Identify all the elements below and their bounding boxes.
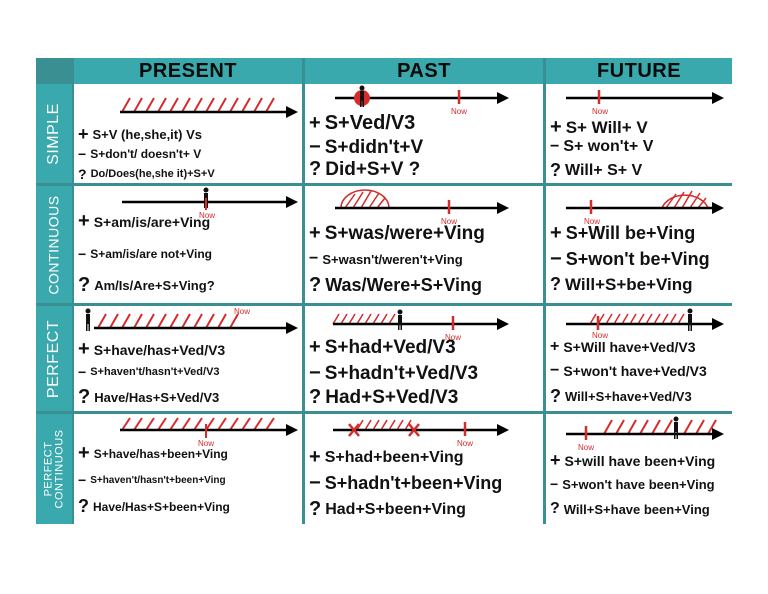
present-perfect-positive: +S+have/has+Ved/V3 (78, 338, 226, 360)
timeline-present-continuous: Now (122, 187, 298, 220)
svg-text:Now: Now (457, 439, 473, 448)
past-simple-negative: −S+didn't+V (309, 136, 424, 158)
past-simple-positive: +S+Ved/V3 (309, 112, 416, 134)
svg-text:Now: Now (592, 331, 608, 340)
header-past-label: PAST (397, 59, 451, 82)
timeline-future-continuous: Now (566, 190, 724, 226)
future-continuous-negative: −S+won't be+Ving (550, 248, 710, 270)
row-label-simple: SIMPLE (36, 84, 72, 183)
future-perfect-continuous-question: ?Will+S+have been+Ving (550, 500, 710, 517)
cell-present-simple: +S+V (he,she,it) Vs −S+don't/ doesn't+ V… (74, 84, 302, 183)
present-continuous-question: ?Am/Is/Are+S+Ving? (78, 274, 215, 296)
cell-present-perfect-continuous: Now +S+have/has+been+Ving −S+haven't/has… (74, 414, 302, 524)
future-perfect-positive: +S+Will have+Ved/V3 (550, 338, 696, 355)
past-perfect-negative: −S+hadn't+Ved/V3 (309, 362, 479, 384)
cell-past-simple: Now +S+Ved/V3 −S+didn't+V ?Did+S+V ? (305, 84, 543, 183)
present-perfect-negative: −S+haven't/hasn't+Ved/V3 (78, 364, 220, 380)
past-perfect-continuous-positive: +S+had+been+Ving (309, 446, 464, 468)
svg-text:Now: Now (445, 333, 461, 342)
svg-text:Now: Now (234, 307, 250, 316)
timeline-past-perfect: Now (332, 309, 509, 342)
present-perfect-continuous-question: ?Have/Has+S+been+Ving (78, 496, 230, 516)
svg-text:Now: Now (578, 443, 594, 450)
present-perfect-continuous-negative: −S+haven't/hasn't+been+Ving (78, 472, 226, 488)
timeline-future-perfect-continuous: Now (566, 416, 724, 450)
timeline-future-perfect: Now (566, 308, 724, 340)
tense-chart: PRESENT PAST FUTURE SIMPLE CONTINUOUS PE… (36, 58, 732, 524)
row-label-perfect: PERFECT (36, 306, 72, 411)
svg-text:Now: Now (584, 217, 600, 226)
future-continuous-positive: +S+Will be+Ving (550, 222, 696, 244)
cell-past-continuous: Now +S+was/were+Ving −S+wasn't/weren't+V… (305, 186, 543, 303)
row-label-perfect-continuous: PERFECT CONTINUOUS (36, 414, 72, 524)
cell-future-continuous: Now +S+Will be+Ving −S+won't be+Ving ?Wi… (546, 186, 732, 303)
future-simple-negative: −S+ won't+ V (550, 138, 654, 155)
timeline-future-simple: Now (566, 90, 724, 116)
header-future: FUTURE (546, 58, 732, 84)
person-icon (673, 416, 679, 439)
future-perfect-question: ?Will+S+have+Ved/V3 (550, 386, 692, 406)
present-perfect-question: ?Have/Has+S+Ved/V3 (78, 386, 220, 408)
header-present-label: PRESENT (139, 59, 237, 82)
header-past: PAST (305, 58, 543, 84)
timeline-present-perfect: Now (85, 307, 298, 334)
timeline-past-perfect-continuous: Now (333, 419, 509, 448)
future-perfect-continuous-negative: −S+won't have been+Ving (550, 476, 715, 492)
future-simple-question: ?Will+ S+ V (550, 160, 643, 180)
svg-text:Now: Now (198, 439, 214, 448)
timeline-past-simple: Now (335, 85, 509, 116)
cell-present-continuous: Now +S+am/is/are+Ving −S+am/is/are not+V… (74, 186, 302, 303)
person-icon (687, 308, 693, 331)
timeline-present-perfect-continuous: Now (120, 417, 298, 448)
person-icon (85, 308, 91, 331)
future-simple-positive: +S+ Will+ V (550, 116, 648, 138)
past-perfect-continuous-question: ?Had+S+been+Ving (309, 498, 466, 520)
present-continuous-negative: −S+am/is/are not+Ving (78, 246, 213, 262)
person-icon (203, 187, 209, 208)
past-perfect-continuous-negative: −S+hadn't+been+Ving (309, 472, 503, 494)
cell-present-perfect: Now +S+have/has+Ved/V3 −S+haven't/hasn't… (74, 306, 302, 411)
present-perfect-continuous-positive: +S+have/has+been+Ving (78, 442, 228, 464)
present-simple-positive: +S+V (he,she,it) Vs (78, 124, 202, 144)
person-icon (359, 85, 365, 107)
svg-text:Now: Now (592, 107, 608, 116)
row-label-continuous: CONTINUOUS (36, 186, 72, 303)
timeline-present-simple (120, 97, 298, 118)
future-continuous-question: ?Will+S+be+Ving (550, 274, 693, 294)
past-continuous-positive: +S+was/were+Ving (309, 222, 485, 244)
cell-past-perfect-continuous: Now +S+had+been+Ving −S+hadn't+been+Ving… (305, 414, 543, 524)
future-perfect-negative: −S+won't have+Ved/V3 (550, 362, 707, 379)
present-simple-negative: −S+don't/ doesn't+ V (78, 146, 202, 162)
past-perfect-question: ?Had+S+Ved/V3 (309, 386, 459, 408)
x-mark-icon (348, 423, 420, 437)
future-perfect-continuous-positive: +S+will have been+Ving (550, 450, 716, 470)
timeline-past-continuous: Now (335, 189, 509, 226)
svg-text:Now: Now (199, 211, 215, 220)
cell-future-perfect-continuous: Now +S+will have been+Ving −S+won't have… (546, 414, 732, 524)
cell-future-simple: Now +S+ Will+ V −S+ won't+ V ?Will+ S+ V (546, 84, 732, 183)
person-icon (397, 309, 403, 330)
header-future-label: FUTURE (596, 59, 682, 82)
past-continuous-question: ?Was/Were+S+Ving (309, 274, 482, 296)
present-simple-question: ?Do/Does(he,she it)+S+V (78, 166, 215, 182)
header-present: PRESENT (74, 58, 302, 84)
cell-future-perfect: Now +S+Will have+Ved/V3 −S+won't have+Ve… (546, 306, 732, 411)
past-perfect-positive: +S+had+Ved/V3 (309, 336, 456, 358)
now-label: Now (451, 107, 467, 116)
past-continuous-negative: −S+wasn't/weren't+Ving (309, 250, 463, 267)
past-simple-question: ?Did+S+V ? (309, 158, 421, 180)
present-continuous-positive: +S+am/is/are+Ving (78, 210, 211, 232)
cell-past-perfect: Now +S+had+Ved/V3 −S+hadn't+Ved/V3 ?Had+… (305, 306, 543, 411)
svg-text:Now: Now (441, 217, 457, 226)
